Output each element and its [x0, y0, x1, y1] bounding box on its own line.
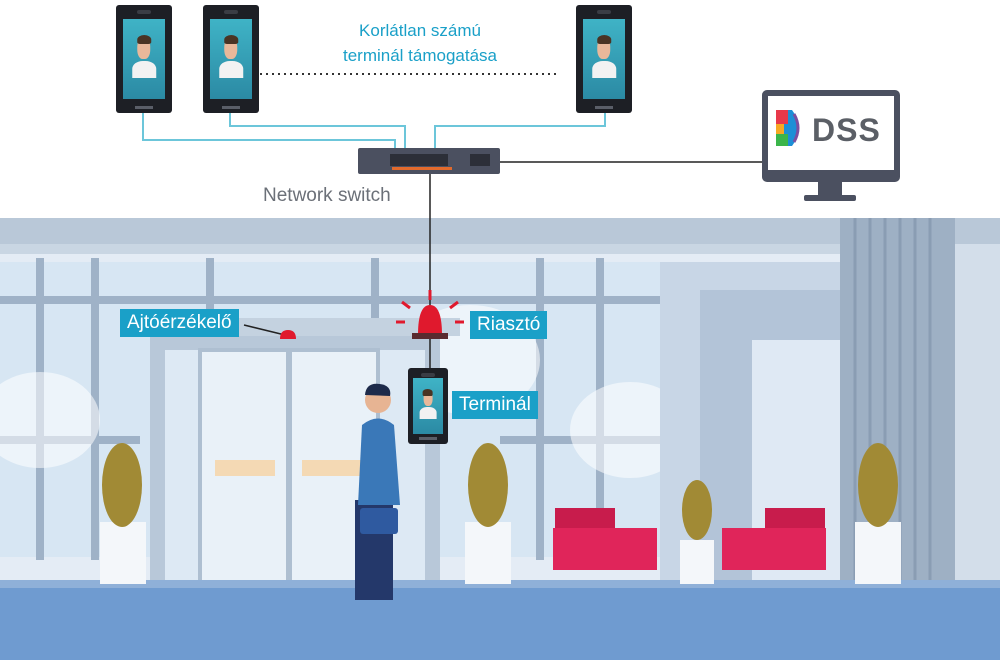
sofa-icon: [553, 508, 657, 570]
switch-caption: Network switch: [263, 185, 391, 206]
plant-icon: [465, 443, 511, 584]
alarm-label: Riasztó: [470, 311, 548, 339]
plant-icon: [680, 480, 714, 584]
headline: Korlátlan számú terminál támogatása: [300, 18, 540, 68]
terminal-label: Terminál: [452, 391, 538, 419]
face-terminal-icon: [203, 5, 259, 113]
headline-line-2: terminál támogatása: [342, 46, 498, 65]
alarm-siren-icon: [396, 290, 464, 339]
dss-logo-mark: [776, 110, 800, 146]
headline-line-1: Korlátlan számú: [359, 21, 481, 40]
sofa-icon: [722, 508, 826, 570]
face-terminal-icon: [116, 5, 172, 113]
dss-logo-text: DSS: [812, 112, 881, 148]
face-terminal-icon: [408, 368, 448, 444]
monitor-icon: [762, 90, 900, 201]
plant-icon: [855, 443, 901, 584]
face-terminal-icon: [576, 5, 632, 113]
door-sensor-label: Ajtóérzékelő: [120, 309, 239, 337]
plant-icon: [100, 443, 146, 584]
door-sensor-icon: [280, 330, 296, 339]
network-switch-icon: [358, 148, 500, 174]
person-icon: [355, 383, 400, 600]
